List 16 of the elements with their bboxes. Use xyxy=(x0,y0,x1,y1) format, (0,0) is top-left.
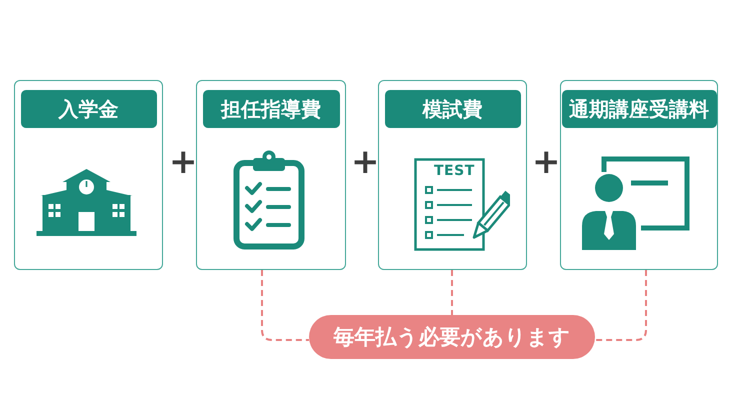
header-banner: 担任指導費 xyxy=(202,90,340,128)
sheet-title: TEST xyxy=(434,163,475,179)
header-banner: 通期講座受講料 xyxy=(562,90,716,128)
dashed-connector xyxy=(451,270,453,315)
fee-card xyxy=(378,80,527,270)
fee-card xyxy=(14,80,163,270)
dashed-connector xyxy=(261,270,309,341)
plus-sign: + xyxy=(532,145,560,179)
plus-sign: + xyxy=(169,145,198,179)
header-banner: 模試費 xyxy=(384,90,520,128)
note-pill: 毎年払う必要があります xyxy=(309,315,595,359)
header-banner: 入学金 xyxy=(20,90,156,128)
dashed-connector xyxy=(595,270,647,341)
fee-card xyxy=(560,80,718,270)
fee-card xyxy=(196,80,346,270)
plus-sign: + xyxy=(351,145,380,179)
